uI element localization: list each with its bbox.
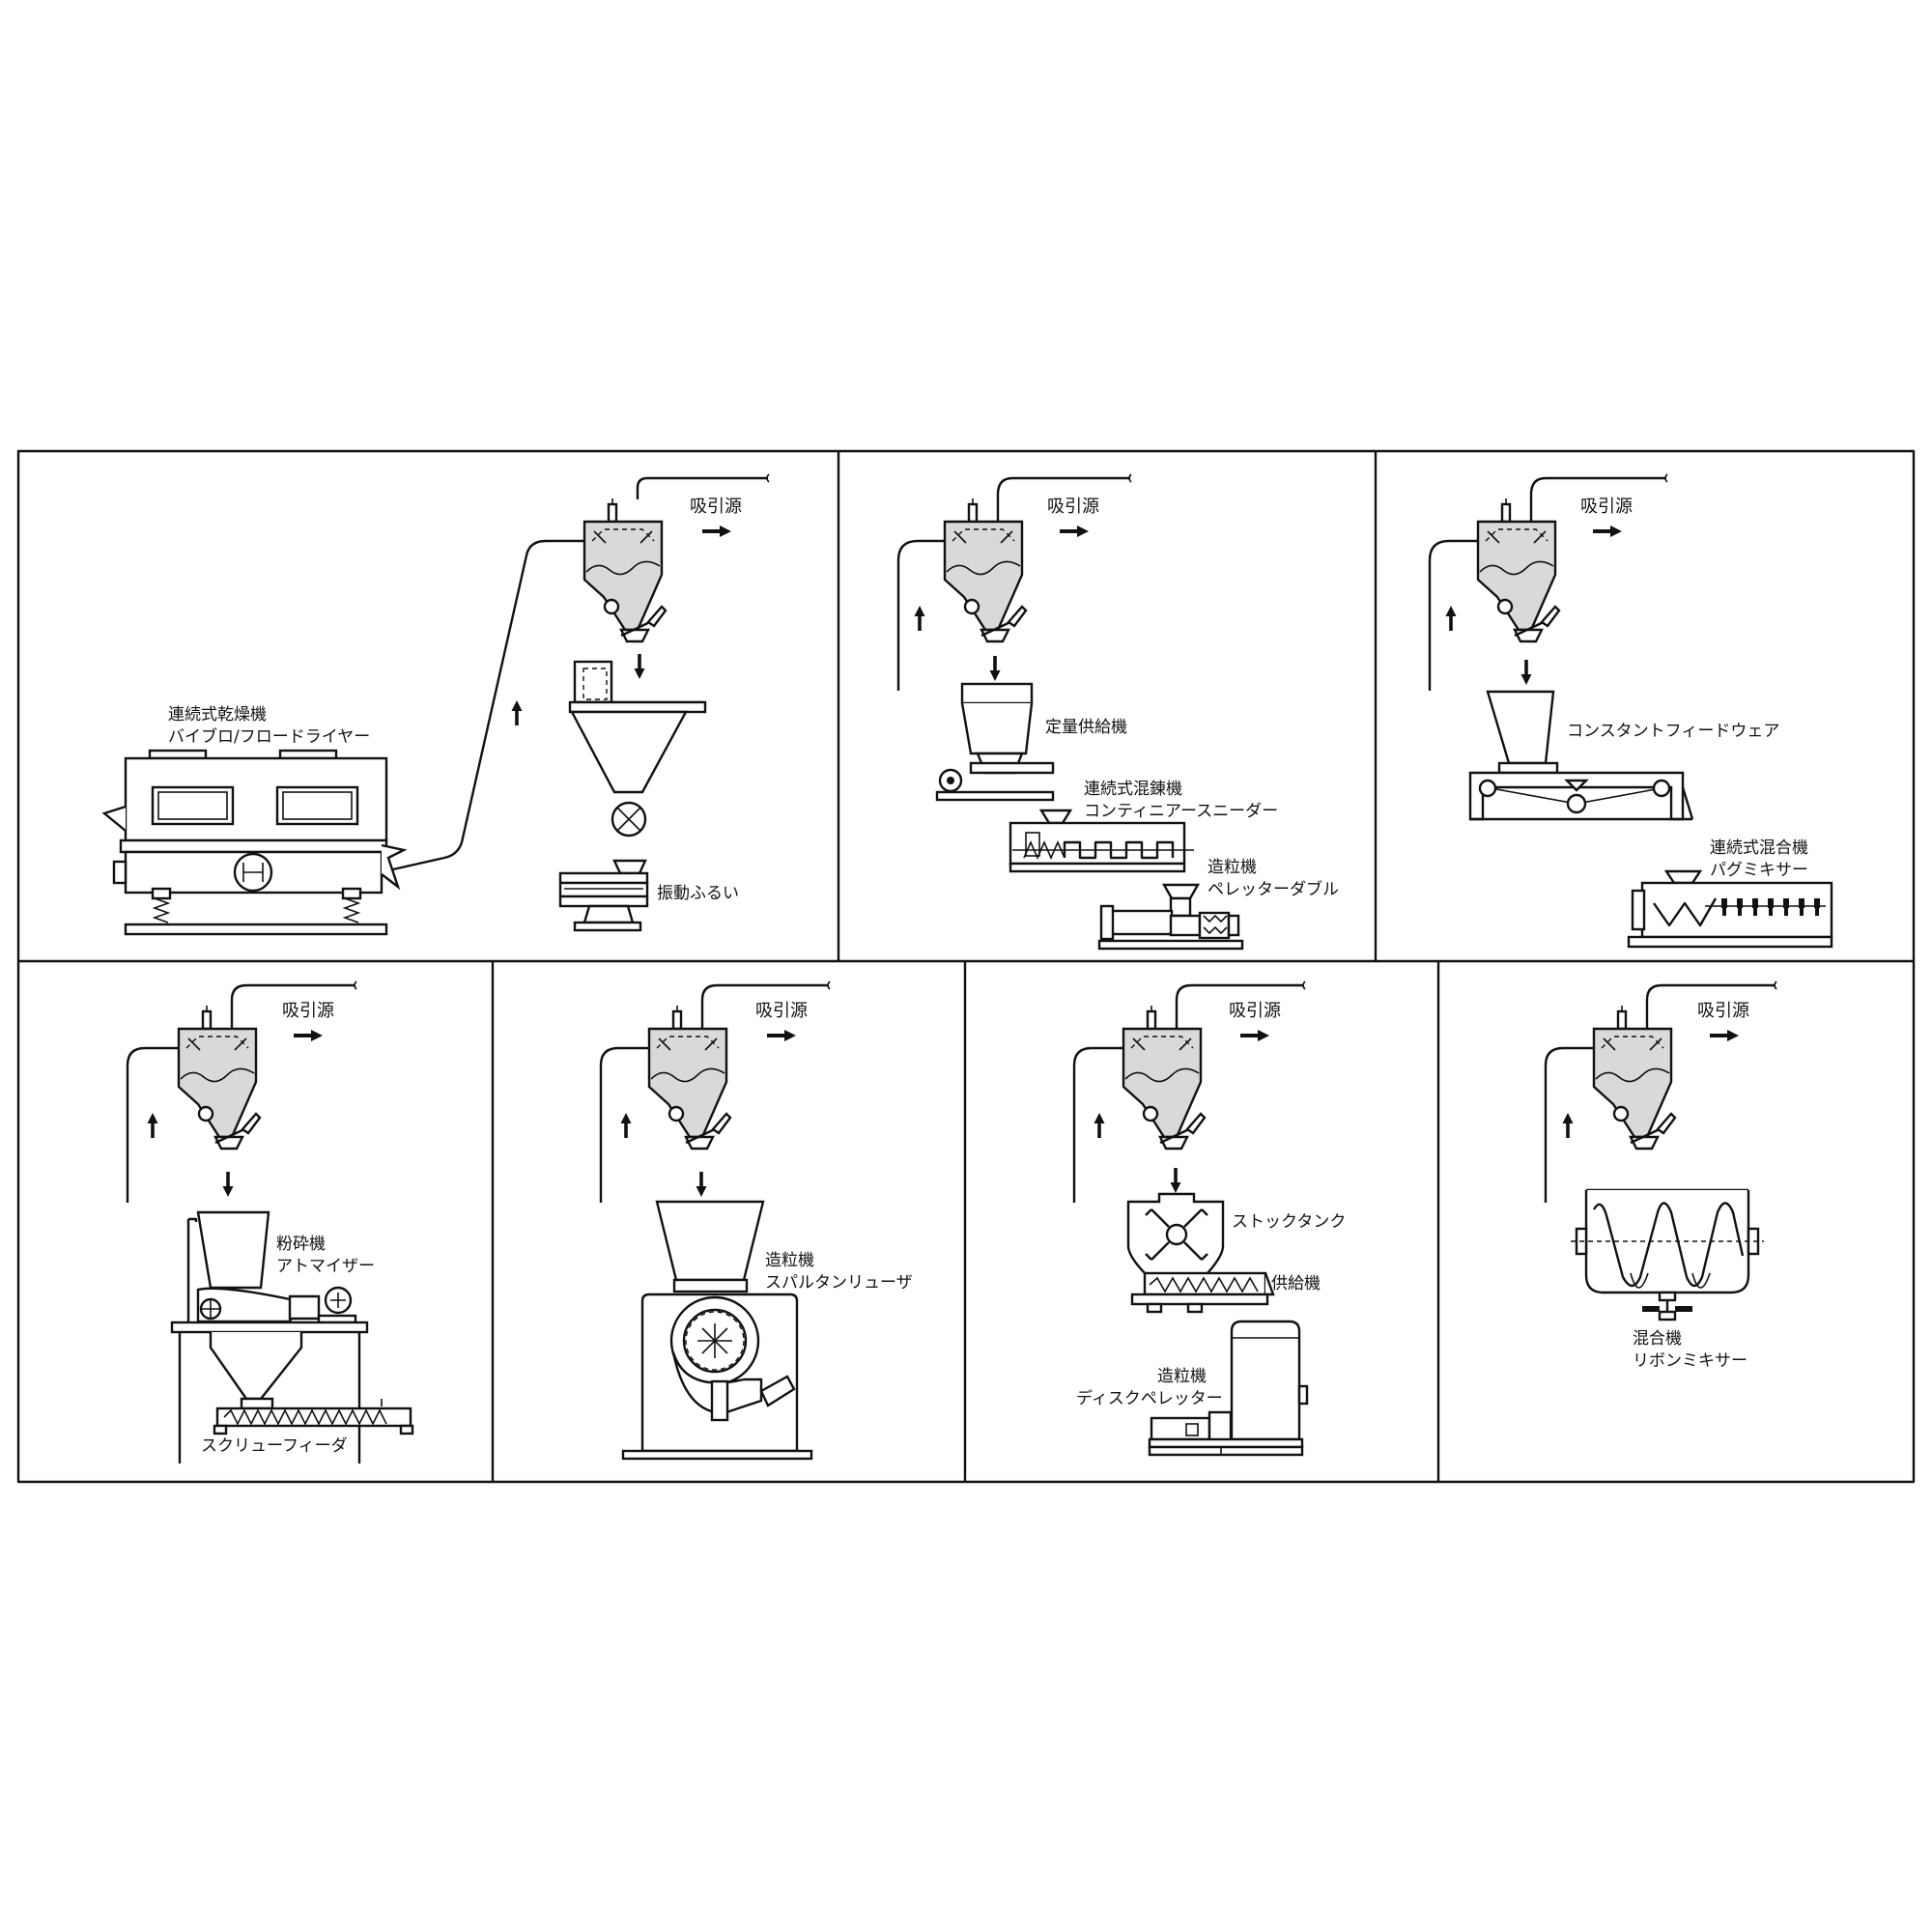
stock-tank bbox=[1126, 1192, 1225, 1277]
panel-dryer: 吸引源 bbox=[101, 473, 770, 936]
panel-atomizer: 吸引源 粉砕機 アトマイザー bbox=[126, 980, 414, 1463]
mixer-model-label: パグミキサー bbox=[1710, 861, 1808, 880]
arrow-up-icon bbox=[1562, 1113, 1574, 1138]
panel-kneader: 吸引源 定量供給機 連続式混錬機 コンティニアースニーダー bbox=[896, 473, 1339, 951]
suction-pipe bbox=[700, 983, 829, 1029]
panel-pug-mixer: 吸引源 コンスタントフィードウェア bbox=[1428, 473, 1833, 949]
suction-pipe bbox=[230, 983, 355, 1029]
feeder-name-label: 定量供給機 bbox=[1045, 718, 1127, 737]
arrow-up-icon bbox=[914, 606, 925, 631]
pelleter-double bbox=[1097, 883, 1244, 951]
suction-source-label: 吸引源 bbox=[1047, 497, 1099, 517]
ribbon-mixer bbox=[1571, 1188, 1764, 1321]
cyclone-hopper bbox=[943, 497, 1028, 643]
cyclone-hopper bbox=[177, 1004, 262, 1151]
dryer-name-label: 連続式乾燥機 bbox=[168, 705, 267, 724]
granulator-model-label: ペレッターダブル bbox=[1208, 879, 1339, 899]
disk-pelleter bbox=[1148, 1320, 1309, 1457]
suction-source-label: 吸引源 bbox=[1697, 1001, 1749, 1021]
pug-mixer bbox=[1627, 869, 1833, 949]
mixer-name-label: 混合機 bbox=[1633, 1329, 1682, 1349]
surge-hopper bbox=[568, 660, 707, 838]
panel-ribbon-mixer: 吸引源 混合機 リボンミキサー bbox=[1544, 980, 1777, 1371]
kneader-name-label: 連続式混錬機 bbox=[1084, 780, 1182, 799]
spartan-granulator bbox=[621, 1200, 813, 1461]
arrow-down-icon bbox=[1520, 660, 1532, 685]
mixer-name-label: 連続式混合機 bbox=[1710, 838, 1808, 858]
metering-feeder bbox=[935, 682, 1055, 802]
mill-name-label: 粉砕機 bbox=[276, 1235, 326, 1254]
arrow-right-icon bbox=[1593, 526, 1622, 537]
suction-source-label: 吸引源 bbox=[1580, 497, 1633, 517]
screw-feeder bbox=[213, 1399, 414, 1435]
suction-source-label: 吸引源 bbox=[690, 497, 742, 517]
arrow-right-icon bbox=[702, 526, 731, 537]
granulator-name-label: 造粒機 bbox=[1157, 1367, 1207, 1386]
arrow-up-icon bbox=[1094, 1113, 1105, 1138]
transport-pipe bbox=[126, 1046, 179, 1203]
suction-source-label: 吸引源 bbox=[282, 1001, 334, 1021]
arrow-down-icon bbox=[696, 1172, 707, 1197]
cyclone-hopper bbox=[1122, 1004, 1207, 1151]
transport-pipe bbox=[1544, 1046, 1594, 1203]
weigher-model-label: コンスタントフィードウェア bbox=[1567, 722, 1779, 741]
suction-source-label: 吸引源 bbox=[755, 1001, 808, 1021]
cyclone-hopper bbox=[582, 497, 668, 643]
arrow-up-icon bbox=[511, 700, 523, 725]
arrow-down-icon bbox=[989, 656, 1001, 681]
tank-model-label: ストックタンク bbox=[1232, 1212, 1346, 1232]
continuous-kneader bbox=[1009, 809, 1194, 873]
mixer-model-label: リボンミキサー bbox=[1633, 1351, 1747, 1371]
suction-pipe bbox=[996, 476, 1130, 522]
granulator-model-label: ディスクペレッター bbox=[1076, 1388, 1223, 1408]
transport-pipe bbox=[896, 539, 945, 691]
suction-pipe bbox=[1175, 983, 1304, 1029]
arrow-right-icon bbox=[294, 1030, 323, 1041]
cyclone-hopper bbox=[1476, 497, 1561, 643]
arrow-up-icon bbox=[620, 1113, 632, 1138]
panel-spartan: 吸引源 造粒機 スパルタンリューザ bbox=[599, 980, 913, 1461]
arrow-right-icon bbox=[1710, 1030, 1739, 1041]
cyclone-hopper bbox=[1592, 1004, 1677, 1151]
dryer-model-label: バイブロ/フロードライヤー bbox=[168, 726, 370, 747]
suction-source-label: 吸引源 bbox=[1229, 1001, 1281, 1021]
screw-model-label: スクリューフィーダ bbox=[201, 1436, 348, 1456]
arrow-up-icon bbox=[147, 1113, 158, 1138]
mill-model-label: アトマイザー bbox=[276, 1257, 375, 1276]
suction-pipe bbox=[1645, 983, 1776, 1029]
arrow-right-icon bbox=[1060, 526, 1089, 537]
feeder-name-label: 供給機 bbox=[1271, 1274, 1321, 1293]
arrow-up-icon bbox=[1445, 606, 1457, 631]
arrow-down-icon bbox=[634, 654, 645, 679]
vibrating-sieve bbox=[558, 859, 649, 932]
suction-pipe bbox=[636, 476, 768, 499]
arrow-down-icon bbox=[222, 1172, 234, 1197]
transport-pipe bbox=[1072, 1046, 1123, 1203]
atomizer-mill bbox=[170, 1210, 369, 1463]
arrow-right-icon bbox=[1240, 1030, 1269, 1041]
granulator-name-label: 造粒機 bbox=[765, 1251, 814, 1270]
sieve-name-label: 振動ふるい bbox=[657, 884, 739, 903]
vibro-flow-dryer bbox=[101, 749, 408, 936]
granulator-name-label: 造粒機 bbox=[1208, 858, 1257, 877]
feeder-screw bbox=[1130, 1271, 1275, 1314]
suction-pipe bbox=[1529, 476, 1666, 522]
transport-pipe bbox=[384, 539, 584, 873]
kneader-model-label: コンティニアースニーダー bbox=[1084, 802, 1278, 821]
arrow-right-icon bbox=[767, 1030, 796, 1041]
arrow-down-icon bbox=[1170, 1168, 1181, 1193]
constant-feed-weigher bbox=[1468, 690, 1694, 821]
transport-pipe bbox=[599, 1046, 649, 1203]
cyclone-hopper bbox=[647, 1004, 732, 1151]
granulator-model-label: スパルタンリューザ bbox=[765, 1273, 913, 1293]
transport-pipe bbox=[1428, 539, 1478, 691]
panel-disk-pelleter: 吸引源 ストックタンク 供給機 bbox=[1072, 980, 1346, 1457]
